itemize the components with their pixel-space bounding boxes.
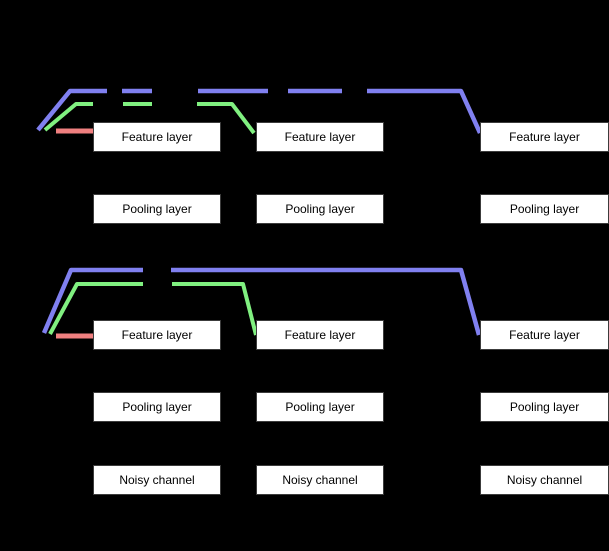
upper-pooling-layer-box-3: Pooling layer xyxy=(480,194,609,224)
upper-blue-skip-line xyxy=(36,88,483,134)
lower-pooling-layer-box-2: Pooling layer xyxy=(256,392,384,422)
lower-noisy-channel-box-2: Noisy channel xyxy=(256,465,384,495)
lower-noisy-channel-box-1: Noisy channel xyxy=(93,465,221,495)
lower-feature-layer-box-2: Feature layer xyxy=(256,320,384,350)
upper-feature-layer-box-2: Feature layer xyxy=(256,122,384,152)
lower-green-skip-line xyxy=(48,282,258,336)
lower-feature-layer-box-1: Feature layer xyxy=(93,320,221,350)
lower-pooling-layer-box-3: Pooling layer xyxy=(480,392,609,422)
upper-pooling-layer-box-2: Pooling layer xyxy=(256,194,384,224)
upper-feature-layer-box-1: Feature layer xyxy=(93,122,221,152)
upper-green-skip-line xyxy=(43,102,256,135)
lower-pooling-layer-box-1: Pooling layer xyxy=(93,392,221,422)
lower-feature-layer-box-3: Feature layer xyxy=(480,320,609,350)
upper-feature-layer-box-3: Feature layer xyxy=(480,122,609,152)
lower-blue-skip-line xyxy=(41,267,482,336)
lower-noisy-channel-box-3: Noisy channel xyxy=(480,465,609,495)
upper-pooling-layer-box-1: Pooling layer xyxy=(93,194,221,224)
